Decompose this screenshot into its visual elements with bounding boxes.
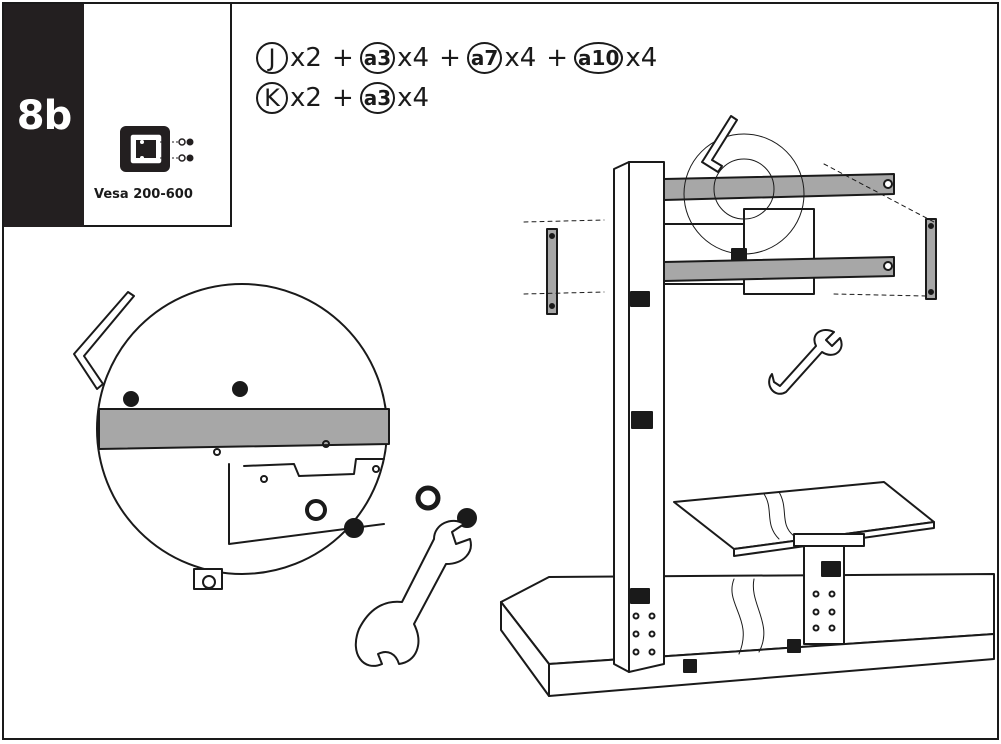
- wrench-icon: [354, 519, 472, 667]
- parts-row-1: J x2 + a3 x4 + a7 x4 + a10 x4: [256, 38, 661, 78]
- part-code: J: [256, 42, 288, 74]
- part-qty: x4: [397, 43, 430, 73]
- part-code: a3: [359, 42, 396, 74]
- vesa-info-box: Vesa 200-600: [84, 4, 232, 227]
- vesa-label: Vesa 200-600: [94, 187, 193, 202]
- part-qty: x2: [290, 83, 322, 113]
- assembly-illustration: [73, 115, 995, 697]
- plus-sign: +: [331, 83, 354, 113]
- part-code: a3: [359, 82, 396, 114]
- allen-key-icon: [701, 115, 738, 173]
- stand-base: [500, 573, 995, 697]
- part-qty: x4: [625, 43, 658, 73]
- parts-row-2: K x2 + a3 x4: [256, 78, 661, 118]
- glass-shelf: [673, 481, 935, 645]
- mount-bracket: [663, 133, 895, 295]
- allen-key-icon: [73, 291, 135, 390]
- plus-sign: +: [439, 43, 461, 73]
- parts-list: J x2 + a3 x4 + a7 x4 + a10 x4 K x2 + a3 …: [256, 38, 661, 118]
- wrench-icon: [768, 328, 843, 395]
- part-code: a7: [466, 42, 503, 74]
- plus-sign: +: [546, 43, 569, 73]
- assembly-guides: [523, 163, 935, 297]
- vesa-arm-right: [925, 218, 937, 300]
- detail-magnifier: [96, 283, 477, 590]
- part-qty: x4: [397, 83, 430, 113]
- part-code: K: [256, 82, 288, 114]
- vesa-arm-left: [546, 228, 558, 315]
- part-code: a10: [574, 42, 624, 74]
- stand-column: [613, 161, 801, 673]
- step-number: 8b: [16, 92, 72, 139]
- part-qty: x4: [504, 43, 537, 73]
- step-number-box: 8b: [4, 4, 84, 227]
- plus-sign: +: [331, 43, 354, 73]
- part-qty: x2: [290, 43, 322, 73]
- vesa-plate-icon: [120, 126, 194, 172]
